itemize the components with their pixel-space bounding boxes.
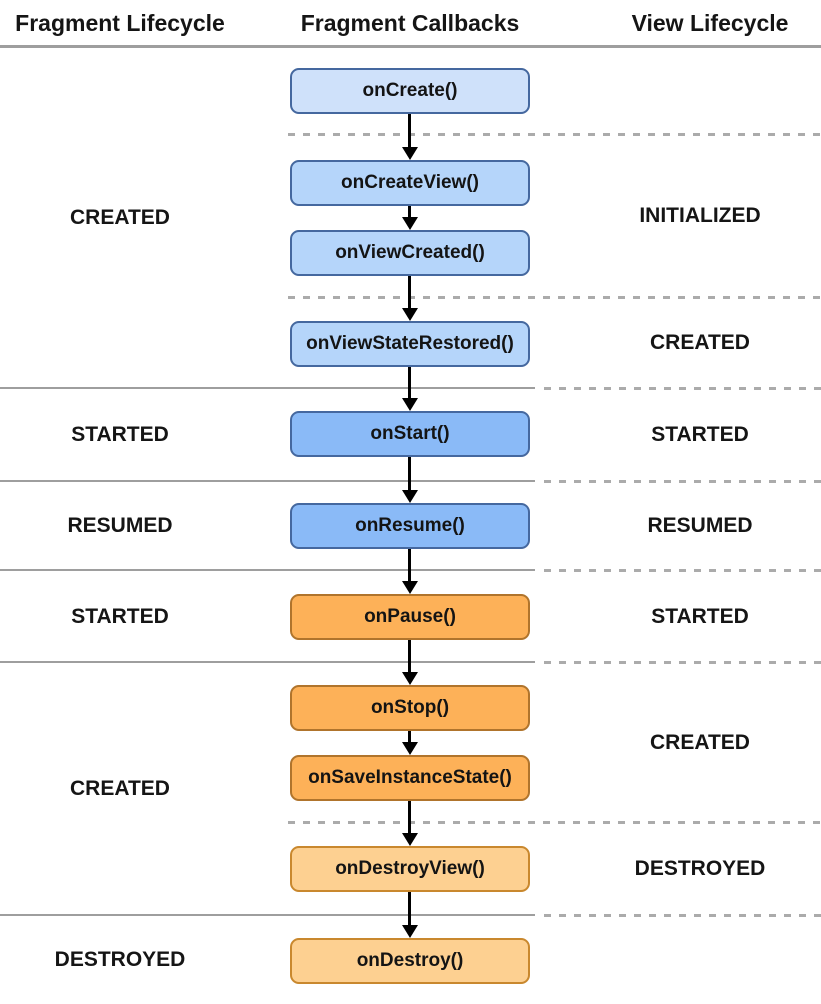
callback-box-onstop: onStop() <box>290 685 530 731</box>
callback-box-onstart: onStart() <box>290 411 530 457</box>
flow-arrow-shaft <box>408 456 411 491</box>
fragment-state-divider-dashed <box>544 661 821 664</box>
flow-arrow-head <box>402 490 418 503</box>
callback-box-ondestroyview: onDestroyView() <box>290 846 530 892</box>
flow-arrow-head <box>402 581 418 594</box>
column-header-fragment-callbacks: Fragment Callbacks <box>300 10 520 36</box>
fragment-state-divider <box>0 569 535 571</box>
fragment-state-resumed: RESUMED <box>67 514 173 537</box>
view-state-divider <box>288 821 821 824</box>
callback-box-oncreate: onCreate() <box>290 68 530 114</box>
fragment-state-divider-dashed <box>544 480 821 483</box>
fragment-state-divider-dashed <box>544 387 821 390</box>
flow-arrow-head <box>402 147 418 160</box>
flow-arrow-shaft <box>408 639 411 673</box>
flow-arrow-shaft <box>408 114 411 148</box>
flow-arrow-shaft <box>408 548 411 582</box>
fragment-state-divider <box>0 914 535 916</box>
callback-box-onviewcreated: onViewCreated() <box>290 230 530 276</box>
fragment-state-divider <box>0 387 535 389</box>
flow-arrow-head <box>402 217 418 230</box>
flow-arrow-head <box>402 742 418 755</box>
fragment-state-divider-dashed <box>544 914 821 917</box>
callback-box-onsaveinstancestate: onSaveInstanceState() <box>290 755 530 801</box>
callback-box-ondestroy: onDestroy() <box>290 938 530 984</box>
flow-arrow-shaft <box>408 206 411 218</box>
header-divider <box>0 45 821 48</box>
view-state-divider <box>288 133 821 136</box>
column-header-view-lifecycle: View Lifecycle <box>631 10 789 36</box>
fragment-state-created-2: CREATED <box>70 777 170 800</box>
callback-box-oncreateview: onCreateView() <box>290 160 530 206</box>
column-header-fragment-lifecycle: Fragment Lifecycle <box>15 10 225 36</box>
fragment-state-divider-dashed <box>544 569 821 572</box>
view-state-created-2: CREATED <box>650 731 750 754</box>
flow-arrow-shaft <box>408 891 411 926</box>
flow-arrow-shaft <box>408 800 411 834</box>
view-state-divider <box>288 296 821 299</box>
flow-arrow-shaft <box>408 366 411 399</box>
view-state-started: STARTED <box>651 423 749 446</box>
fragment-state-created: CREATED <box>70 206 170 229</box>
fragment-state-divider <box>0 661 535 663</box>
fragment-state-started-2: STARTED <box>71 605 169 628</box>
flow-arrow-head <box>402 833 418 846</box>
callback-box-onresume: onResume() <box>290 503 530 549</box>
fragment-state-destroyed: DESTROYED <box>54 948 186 971</box>
flow-arrow-shaft <box>408 276 411 309</box>
view-state-resumed: RESUMED <box>647 514 753 537</box>
flow-arrow-head <box>402 925 418 938</box>
callback-box-onpause: onPause() <box>290 594 530 640</box>
view-state-created: CREATED <box>650 331 750 354</box>
view-state-started-2: STARTED <box>651 605 749 628</box>
view-state-destroyed: DESTROYED <box>634 857 766 880</box>
fragment-state-started: STARTED <box>71 423 169 446</box>
flow-arrow-shaft <box>408 730 411 743</box>
flow-arrow-head <box>402 308 418 321</box>
callback-box-onviewstaterestored: onViewStateRestored() <box>290 321 530 367</box>
flow-arrow-head <box>402 398 418 411</box>
fragment-state-divider <box>0 480 535 482</box>
view-state-initialized: INITIALIZED <box>639 204 761 227</box>
flow-arrow-head <box>402 672 418 685</box>
